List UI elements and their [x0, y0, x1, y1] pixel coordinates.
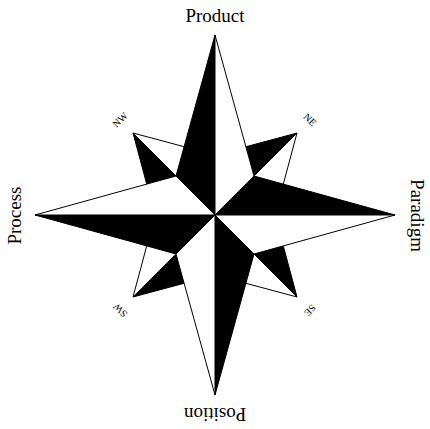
direction-label: Process: [5, 186, 24, 244]
direction-label: Paradigm: [407, 179, 426, 252]
star-half: [35, 215, 215, 254]
direction-label: Product: [185, 6, 244, 25]
compass-point-label: SE: [302, 302, 317, 317]
star-half: [215, 176, 395, 215]
compass-point-label: NW: [111, 111, 130, 130]
star-half: [35, 176, 215, 215]
compass-point-label: SW: [111, 301, 129, 319]
direction-label: Position: [184, 405, 246, 424]
main-star: [35, 35, 395, 395]
compass-point-label: NE: [302, 112, 319, 129]
star-half: [215, 215, 254, 395]
